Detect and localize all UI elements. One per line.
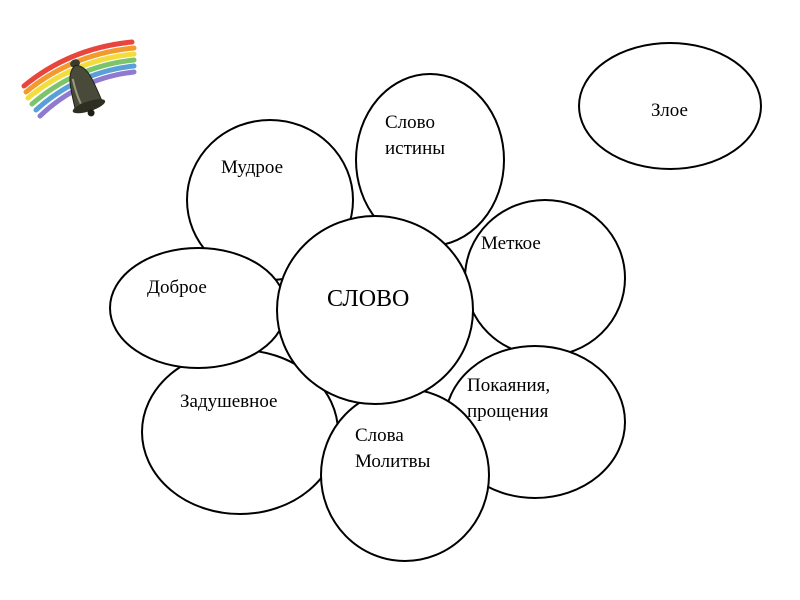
center-label: СЛОВО <box>327 286 410 312</box>
bell-with-rainbow-icon <box>21 39 137 119</box>
petal-label-slovo-istiny: Слово истины <box>385 110 445 162</box>
petal-label-line: Покаяния, <box>467 375 551 396</box>
petal-dobroe <box>109 247 287 369</box>
center-circle <box>276 215 474 405</box>
petal-label-line: Слово <box>385 112 435 133</box>
petal-label-dobroe: Доброе <box>147 277 207 298</box>
bell-rim <box>72 99 106 114</box>
bell-icon <box>69 59 106 117</box>
petal-label-zadushevnoe: Задушевное <box>180 391 278 412</box>
bell-clapper <box>87 109 95 117</box>
petal-label-slova-molitvy: Слова Молитвы <box>355 423 430 475</box>
petal-label-line: прощения <box>467 401 549 422</box>
petal-label-line: истины <box>385 138 446 159</box>
petal-metkoe <box>464 199 626 357</box>
petal-label-pokayaniya: Покаяния, прощения <box>467 373 550 425</box>
petal-label-mudroe: Мудрое <box>221 157 284 178</box>
rainbow-stripe <box>21 39 135 89</box>
petal-slova-molitvy <box>320 388 490 562</box>
petal-label-line: Слова <box>355 425 404 446</box>
petal-label-line: Молитвы <box>355 451 431 472</box>
separate-label-zloe: Злое <box>651 100 688 121</box>
petal-label-metkoe: Меткое <box>481 233 541 254</box>
separate-ellipse <box>578 42 762 170</box>
bell-shine <box>71 78 82 105</box>
